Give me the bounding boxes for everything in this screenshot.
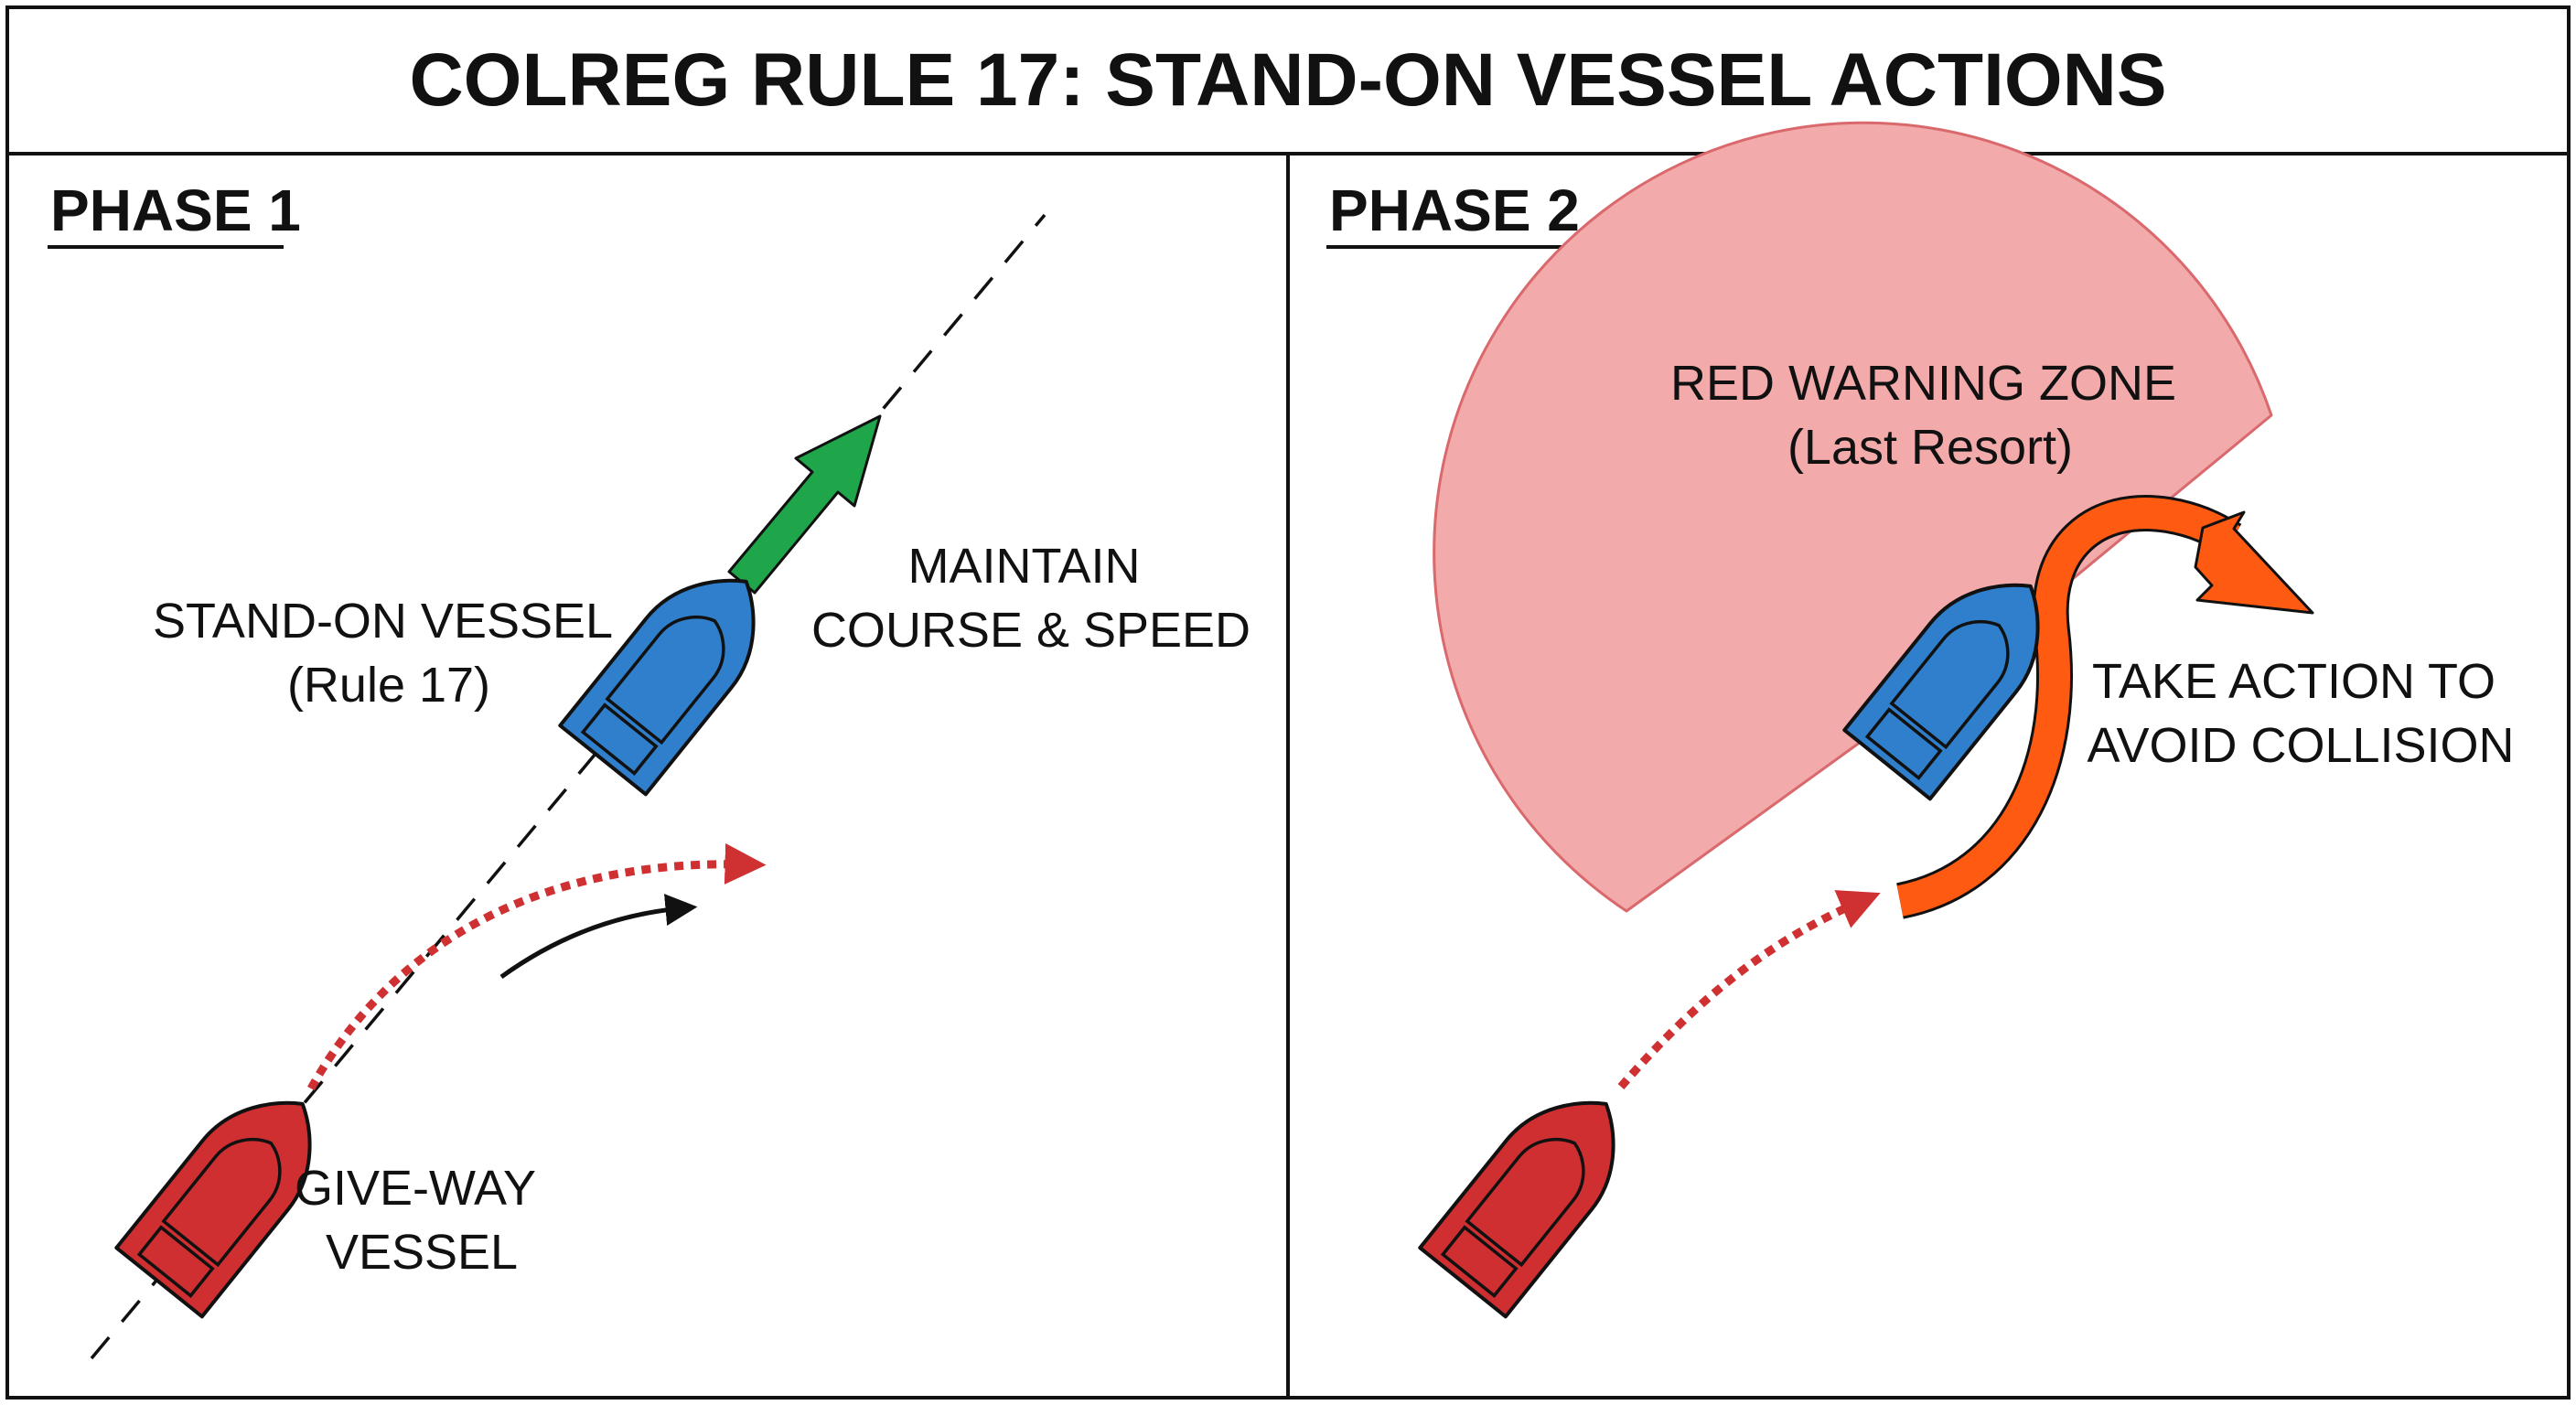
phase-1-panel: PHASE 1 STAND-ON VESSEL (Rule 17) MAIN bbox=[48, 177, 1250, 1360]
stand-on-vessel-phase-2-hull bbox=[1842, 583, 2040, 801]
stand-on-vessel-phase-2 bbox=[1842, 583, 2040, 801]
maintain-course-label: MAINTAIN COURSE & SPEED bbox=[811, 539, 1250, 658]
take-action-label-line-1: TAKE ACTION TO bbox=[2092, 654, 2496, 709]
stand-on-vessel-cabin bbox=[605, 615, 725, 745]
maintain-label-line-1: MAINTAIN bbox=[907, 539, 1140, 594]
maintain-label-line-2: COURSE & SPEED bbox=[811, 603, 1250, 658]
stand-on-vessel-hatch bbox=[580, 702, 659, 776]
give-way-vessel-phase-2-hull bbox=[1418, 1100, 1615, 1319]
avoid-collision-arrow-fill bbox=[1896, 498, 2240, 917]
give-way-vessel-hatch bbox=[136, 1225, 215, 1298]
warning-zone-label: RED WARNING ZONE (Last Resort) bbox=[1670, 356, 2190, 475]
maintain-course-arrow bbox=[727, 414, 882, 595]
give-way-vessel-phase-2-cabin bbox=[1465, 1137, 1585, 1268]
stand-on-vessel-hull bbox=[558, 578, 756, 797]
phase-2-panel: PHASE 2 RED WARNING ZONE (Last Resort) bbox=[1326, 121, 2515, 1319]
warning-zone-label-line-2: (Last Resort) bbox=[1787, 420, 2073, 475]
stand-on-vessel-label: STAND-ON VESSEL (Rule 17) bbox=[153, 594, 625, 713]
give-way-vessel-phase-2 bbox=[1418, 1100, 1615, 1319]
avoid-collision-arrow-head bbox=[2194, 510, 2314, 615]
phase-1-heading: PHASE 1 bbox=[50, 177, 301, 243]
phase-2-heading: PHASE 2 bbox=[1329, 177, 1580, 243]
give-way-dotted-path bbox=[307, 842, 767, 1091]
give-way-vessel-label: GIVE-WAY VESSEL bbox=[295, 1161, 549, 1280]
give-way-label-line-1: GIVE-WAY bbox=[295, 1161, 535, 1216]
take-action-label: TAKE ACTION TO AVOID COLLISION bbox=[2087, 654, 2514, 773]
warning-zone-label-line-1: RED WARNING ZONE bbox=[1670, 356, 2176, 411]
give-way-vessel-phase-2-hatch bbox=[1440, 1225, 1519, 1298]
give-way-vessel-hull bbox=[114, 1100, 312, 1319]
take-action-label-line-2: AVOID COLLISION bbox=[2087, 718, 2514, 773]
give-way-turn-arrow bbox=[499, 894, 698, 980]
stand-on-vessel-phase-2-cabin bbox=[1889, 619, 2010, 750]
approach-dotted-path bbox=[1617, 890, 1881, 1089]
avoid-collision-arrow bbox=[1895, 495, 2314, 919]
stand-on-label-line-1: STAND-ON VESSEL bbox=[153, 594, 612, 649]
page-title: COLREG RULE 17: STAND-ON VESSEL ACTIONS bbox=[409, 38, 2166, 122]
give-way-vessel-cabin bbox=[161, 1137, 282, 1268]
stand-on-vessel bbox=[558, 578, 756, 797]
stand-on-vessel-phase-2-hatch bbox=[1864, 707, 1943, 780]
red-warning-zone bbox=[1433, 121, 2273, 913]
stand-on-label-line-2: (Rule 17) bbox=[287, 658, 490, 713]
give-way-vessel bbox=[114, 1100, 312, 1319]
give-way-label-line-2: VESSEL bbox=[326, 1225, 518, 1280]
